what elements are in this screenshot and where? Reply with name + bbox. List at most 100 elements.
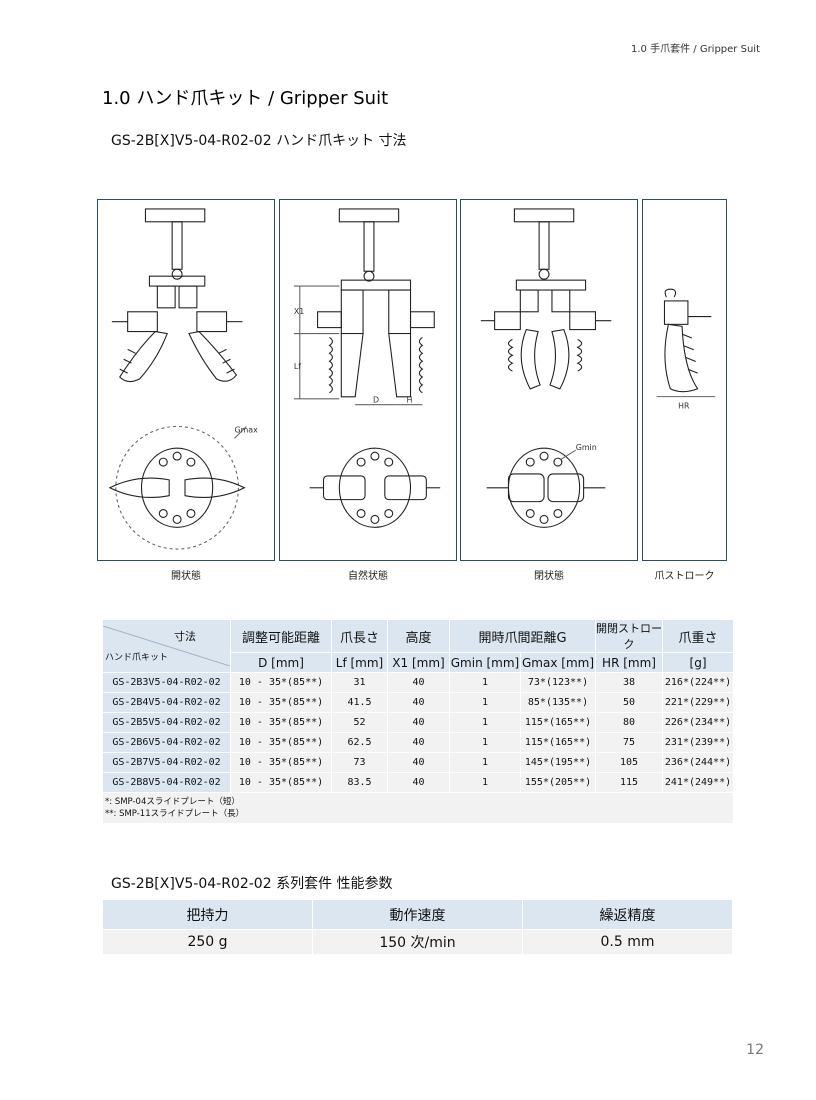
x1-label: X1 [294, 307, 304, 316]
gripper-closed-drawing: Gmin [480, 208, 612, 528]
cell-gmin: 1 [449, 752, 521, 773]
cell-length: 83.5 [331, 772, 388, 793]
dimension-table: 寸法 ハンド爪キット 調整可能距離 爪長さ 高度 開時爪間距離G 開閉ストローク… [101, 619, 735, 824]
cell-stroke: 80 [595, 712, 664, 733]
cell-model: GS-2B6V5-04-R02-02 [102, 732, 231, 753]
cell-gmax: 85*(135**) [519, 692, 597, 713]
corner-bottom: ハンド爪キット [105, 653, 169, 663]
gripper-stroke-drawing: HR [656, 288, 716, 410]
cell-model: GS-2B7V5-04-R02-02 [102, 752, 231, 773]
cell-height: 40 [387, 672, 450, 693]
cell-stroke: 38 [595, 672, 664, 693]
cell-model: GS-2B8V5-04-R02-02 [102, 772, 231, 793]
cell-stroke: 50 [595, 692, 664, 713]
unit-gmin: Gmin [mm] [449, 652, 521, 673]
cell-height: 40 [387, 772, 450, 793]
cell-weight: 226*(234**) [662, 712, 735, 733]
table-row: GS-2B8V5-04-R02-02 10 - 35*(85**) 83.5 4… [102, 772, 735, 793]
figure-stroke: HR [642, 199, 727, 561]
table-row: GS-2B6V5-04-R02-02 10 - 35*(85**) 62.5 4… [102, 732, 735, 753]
cell-gmax: 73*(123**) [519, 672, 597, 693]
perf-header-speed: 動作速度 [312, 899, 523, 930]
diagonal-line [103, 626, 230, 666]
perf-header-grip-force: 把持力 [102, 899, 313, 930]
perf-value-repeatability: 0.5 mm [522, 929, 733, 955]
cell-length: 52 [331, 712, 388, 733]
cell-stroke: 75 [595, 732, 664, 753]
d-label: D [373, 396, 379, 405]
cell-adjust: 10 - 35*(85**) [230, 732, 332, 753]
header-length: 爪長さ [331, 619, 388, 653]
note-long-plate: **: SMP-11スライドプレート（長） [105, 809, 245, 819]
performance-title: GS-2B[X]V5-04-R02-02 系列套件 性能参数 [111, 876, 393, 892]
unit-length: Lf [mm] [331, 652, 388, 673]
figure-closed-state: Gmin [460, 199, 638, 561]
corner-top: 寸法 [174, 630, 196, 643]
cell-stroke: 115 [595, 772, 664, 793]
caption-closed: 閉状態 [534, 571, 564, 582]
dimensions-subtitle: GS-2B[X]V5-04-R02-02 ハンド爪キット 寸法 [111, 133, 407, 149]
header-height: 高度 [387, 619, 450, 653]
caption-natural: 自然状態 [348, 571, 388, 582]
table-row: GS-2B5V5-04-R02-02 10 - 35*(85**) 52 40 … [102, 712, 735, 733]
table-row: GS-2B7V5-04-R02-02 10 - 35*(85**) 73 40 … [102, 752, 735, 773]
cell-adjust: 10 - 35*(85**) [230, 712, 332, 733]
cell-adjust: 10 - 35*(85**) [230, 692, 332, 713]
cell-gmin: 1 [449, 672, 521, 693]
cell-gmin: 1 [449, 712, 521, 733]
performance-table: 把持力 動作速度 繰返精度 250 g 150 次/min 0.5 mm [102, 899, 733, 955]
cell-height: 40 [387, 692, 450, 713]
hr-label: HR [678, 401, 690, 410]
gripper-natural-drawing: X1 Lf D H [294, 208, 441, 528]
cell-model: GS-2B3V5-04-R02-02 [102, 672, 231, 693]
cell-gmax: 155*(205**) [519, 772, 597, 793]
perf-header-repeatability: 繰返精度 [522, 899, 733, 930]
gripper-open-drawing: Gmax [108, 208, 258, 550]
cell-adjust: 10 - 35*(85**) [230, 752, 332, 773]
cell-length: 73 [331, 752, 388, 773]
gmax-label: Gmax [234, 425, 258, 434]
figure-natural-state: X1 Lf D H [279, 199, 457, 561]
caption-open: 開状態 [171, 571, 201, 582]
perf-value-grip-force: 250 g [102, 929, 313, 955]
cell-length: 31 [331, 672, 388, 693]
cell-adjust: 10 - 35*(85**) [230, 672, 332, 693]
cell-model: GS-2B5V5-04-R02-02 [102, 712, 231, 733]
caption-stroke: 爪ストローク [654, 571, 715, 582]
header-weight: 爪重さ [662, 619, 735, 653]
cell-gmax: 145*(195**) [519, 752, 597, 773]
corner-cell: 寸法 ハンド爪キット [102, 619, 231, 673]
unit-adjust: D [mm] [230, 652, 332, 673]
header-gap: 開時爪間距離G [448, 619, 597, 653]
cell-length: 41.5 [331, 692, 388, 713]
cell-gmax: 115*(165**) [519, 712, 597, 733]
page-title: 1.0 ハンド爪キット / Gripper Suit [102, 88, 389, 109]
cell-gmin: 1 [449, 732, 521, 753]
cell-stroke: 105 [595, 752, 664, 773]
note-short-plate: *: SMP-04スライドプレート（短） [105, 797, 240, 807]
unit-weight: [g] [662, 652, 735, 673]
unit-gmax: Gmax [mm] [519, 652, 597, 673]
cell-gmax: 115*(165**) [519, 732, 597, 753]
header-stroke: 開閉ストローク [595, 619, 664, 653]
cell-height: 40 [387, 712, 450, 733]
cell-height: 40 [387, 732, 450, 753]
cell-weight: 231*(239**) [662, 732, 735, 753]
figure-open-state: Gmax [97, 199, 275, 561]
cell-weight: 221*(229**) [662, 692, 735, 713]
cell-weight: 241*(249**) [662, 772, 735, 793]
unit-stroke: HR [mm] [595, 652, 664, 673]
running-header: 1.0 手爪套件 / Gripper Suit [631, 44, 760, 55]
cell-model: GS-2B4V5-04-R02-02 [102, 692, 231, 713]
cell-height: 40 [387, 752, 450, 773]
table-row: GS-2B3V5-04-R02-02 10 - 35*(85**) 31 40 … [102, 672, 735, 693]
table-notes: *: SMP-04スライドプレート（短） **: SMP-11スライドプレート（… [101, 792, 735, 824]
header-adjust: 調整可能距離 [230, 619, 332, 653]
h-label: H [407, 396, 413, 405]
cell-weight: 236*(244**) [662, 752, 735, 773]
unit-height: X1 [mm] [387, 652, 450, 673]
cell-length: 62.5 [331, 732, 388, 753]
lf-label: Lf [294, 362, 301, 371]
perf-value-speed: 150 次/min [312, 929, 523, 955]
cell-gmin: 1 [449, 692, 521, 713]
